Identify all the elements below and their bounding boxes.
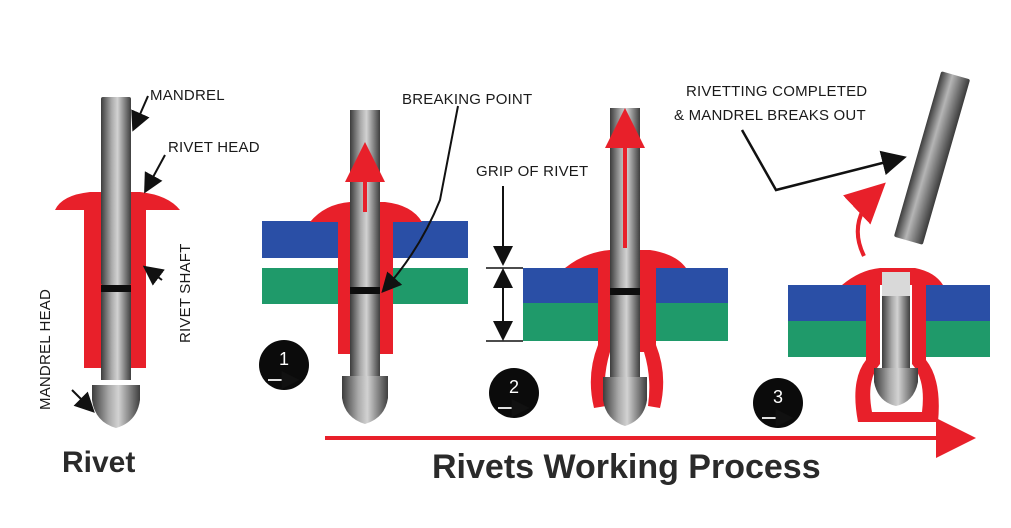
step-1-assembly <box>262 110 468 424</box>
completed-leader <box>740 129 907 192</box>
mandrel-lower-1 <box>350 294 380 376</box>
label-grip-of-rivet: GRIP OF RIVET <box>476 163 588 180</box>
mandrel-head-2 <box>603 377 647 426</box>
mandrel-lower-2 <box>610 295 640 377</box>
rivet-standalone <box>55 97 180 428</box>
process-caption: Rivets Working Process <box>432 448 821 486</box>
breaking-point-mark <box>101 285 131 292</box>
label-mandrel-head: MANDREL HEAD <box>37 289 54 410</box>
step-3-assembly <box>788 71 990 422</box>
mandrel-leader <box>131 95 150 132</box>
broken-mandrel <box>894 71 970 245</box>
breaking-point-mark-2 <box>610 288 640 295</box>
step-number-2: 2 <box>509 377 519 397</box>
breaking-point-mark-1 <box>350 287 380 294</box>
label-completed-line2: & MANDREL BREAKS OUT <box>674 107 866 124</box>
break-out-arrow <box>842 182 886 257</box>
step-number-1: 1 <box>279 349 289 369</box>
leader-lines <box>71 95 907 413</box>
label-breaking-point: BREAKING POINT <box>402 91 532 108</box>
mandrel-head-3 <box>874 368 918 406</box>
mandrel-head-1 <box>342 376 388 424</box>
rivet-caption: Rivet <box>62 446 136 479</box>
mandrel-upper <box>101 97 131 285</box>
rivet-head-leader <box>144 154 166 194</box>
step-badge-2: 2 <box>489 368 539 418</box>
step-badge-1: 1 <box>259 340 309 390</box>
step-2-assembly <box>486 108 728 426</box>
mandrel-stub-top-3 <box>882 272 910 296</box>
step-number-3: 3 <box>773 387 783 407</box>
mandrel-head-leader <box>71 389 95 413</box>
rivet-shaft-leader <box>142 265 165 286</box>
label-rivet-head: RIVET HEAD <box>168 139 260 156</box>
label-mandrel: MANDREL <box>150 87 225 104</box>
label-rivet-shaft: RIVET SHAFT <box>177 244 194 343</box>
mandrel-head <box>92 385 140 428</box>
breaking-point-leader <box>381 105 459 293</box>
step-badge-3: 3 <box>753 378 803 428</box>
mandrel-lower <box>101 292 131 380</box>
mandrel-stub-3 <box>882 296 910 368</box>
label-completed-line1: RIVETTING COMPLETED <box>686 83 867 100</box>
